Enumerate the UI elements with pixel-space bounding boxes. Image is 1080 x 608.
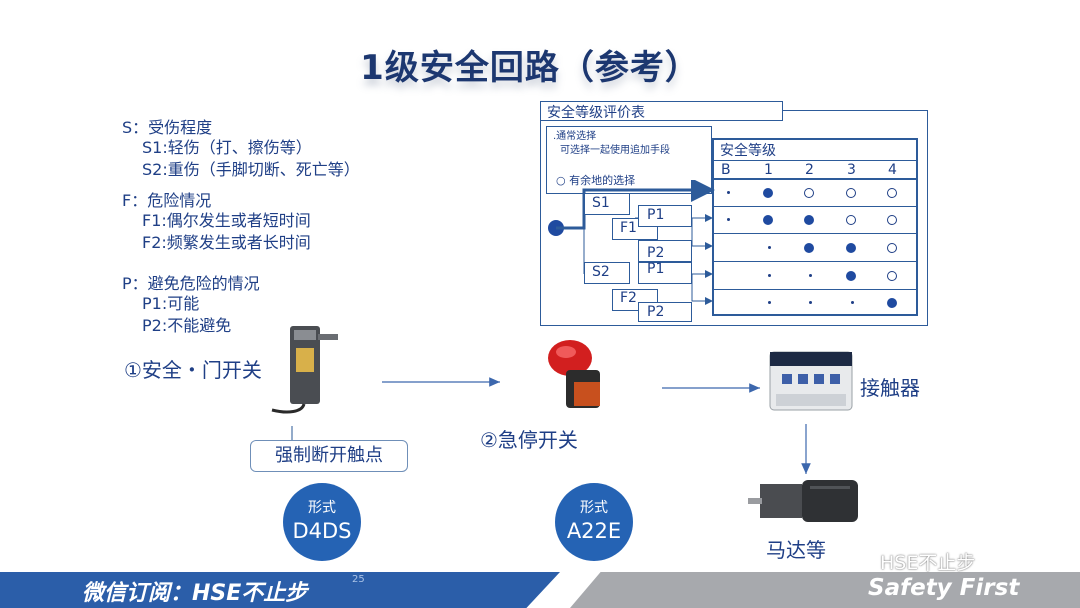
note-optional: ○ 有余地的选择 (556, 174, 636, 187)
motor-image (748, 480, 858, 522)
label-s2: S2 (592, 264, 610, 280)
badge-model: A22E (566, 519, 622, 543)
badge-label: 形式 (308, 500, 336, 516)
label-f1a: F1 (620, 220, 637, 236)
badge-model: D4DS (292, 519, 352, 543)
contactor-image (769, 351, 853, 411)
col-4: 4 (888, 162, 897, 178)
col-3: 3 (847, 162, 856, 178)
legend-f2: F2:频繁发生或者长时间 (142, 233, 311, 252)
footer-slogan: Safety First (868, 575, 1020, 601)
node-s2 (584, 262, 630, 284)
table-notes-box (546, 126, 712, 194)
forced-break-callout: 强制断开触点 (250, 440, 408, 472)
col-1: 1 (764, 162, 773, 178)
watermark-text: HSE不止步 (880, 552, 976, 574)
page-title: 1级安全回路（参考） (360, 48, 700, 88)
motor-label: 马达等 (766, 538, 826, 562)
node-p1a (638, 205, 692, 227)
legend-p2: P2:不能避免 (142, 316, 232, 335)
page-number: 25 (352, 574, 365, 585)
node-p1b (638, 262, 692, 284)
footer-left-bar (0, 572, 560, 608)
legend-f1: F1:偶尔发生或者短时间 (142, 211, 311, 230)
table-title-box (540, 101, 783, 121)
label-f2a: F2 (620, 290, 637, 306)
wechat-icon (848, 548, 877, 568)
legend-f-head: F：危险情况 (122, 191, 212, 210)
label-p1b: P1 (647, 261, 665, 277)
footer-right-bar (570, 572, 1080, 608)
node-p2b (638, 302, 692, 322)
badge-label: 形式 (580, 500, 608, 516)
model-badge-d4ds: 形式 D4DS (283, 483, 361, 561)
node-s1 (584, 193, 630, 215)
estop-image (548, 340, 600, 408)
door-switch-image (271, 326, 338, 414)
label-p1a: P1 (647, 207, 665, 223)
table-title: 安全等级评价表 (547, 105, 645, 121)
door-switch-label: ①安全・门开关 (124, 358, 262, 382)
level-header: 安全等级 (720, 143, 776, 159)
legend-p-head: P：避免危险的情况 (122, 274, 260, 293)
label-p2a: P2 (647, 245, 665, 261)
footer-subscribe-text: 微信订阅：HSE不止步 (82, 581, 308, 606)
label-p2b: P2 (647, 304, 665, 320)
col-b: B (721, 162, 731, 178)
level-grid (712, 138, 918, 316)
model-badge-a22e: 形式 A22E (555, 483, 633, 561)
col-2: 2 (805, 162, 814, 178)
estop-label: ②急停开关 (480, 428, 578, 452)
label-s1: S1 (592, 195, 610, 211)
note-normal: .通常选择 (553, 131, 597, 142)
note-additional: 可选择一起使用追加手段 (560, 145, 670, 156)
contactor-label: 接触器 (860, 376, 920, 400)
legend-s2: S2:重伤（手脚切断、死亡等） (142, 160, 360, 179)
legend-s-head: S：受伤程度 (122, 118, 213, 137)
legend-p1: P1:可能 (142, 294, 200, 313)
node-p2a (638, 240, 692, 262)
legend-s1: S1:轻伤（打、擦伤等） (142, 138, 312, 157)
